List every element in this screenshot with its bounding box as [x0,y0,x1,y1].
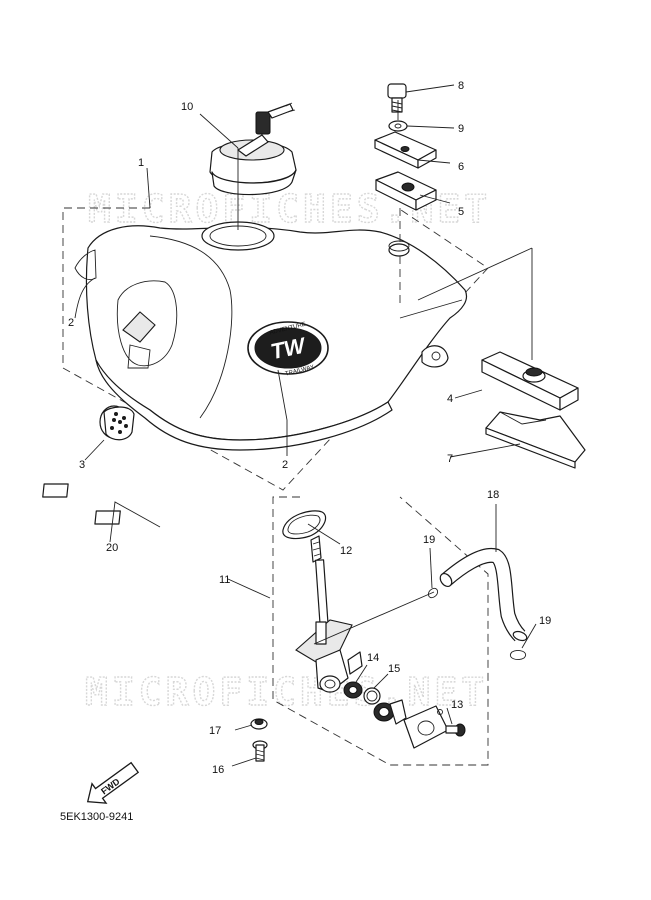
callout-11: 11 [219,574,230,586]
callout-5: 5 [458,206,464,218]
oring-15 [363,687,381,705]
leader-4-diagonal [417,247,533,301]
callout-16: 16 [212,764,224,776]
grommet-3 [99,405,135,441]
callout-8: 8 [458,80,464,92]
callout-19a: 19 [423,534,435,546]
washer-14 [343,681,363,699]
callout-19b: 19 [539,615,551,627]
clip-19b [510,649,526,661]
tw-logo-decal: TW ADVENTURE TRAILWAY [247,321,329,378]
callout-13: 13 [451,699,463,711]
callout-7: 7 [447,453,453,465]
washer-17 [250,718,268,730]
fwd-arrow-icon: FWD [86,761,140,804]
fuel-cap [209,102,297,196]
tank-assembly-frame [62,207,489,491]
callout-4: 4 [447,393,453,405]
callout-9: 9 [458,123,464,135]
callout-20: 20 [106,542,118,554]
gasket-12 [282,510,327,540]
callout-1: 1 [138,157,144,169]
screw-13 [445,723,466,737]
diagram-code: 5EK1300-9241 [60,811,133,823]
watermark-bottom: MICROFICHES.NET [85,670,488,714]
callout-15: 15 [388,663,400,675]
callout-18: 18 [487,489,499,501]
tank-grommet [388,240,410,257]
damper-5 [375,171,437,211]
callout-17: 17 [209,725,221,737]
bracket-6 [374,131,437,169]
callout-2a: 2 [68,317,74,329]
callout-14: 14 [367,652,379,664]
pads-20 [42,483,121,525]
callout-3: 3 [79,459,85,471]
clip-19a [427,587,439,599]
screw-16 [252,740,268,762]
bolt-8 [387,83,407,113]
callout-2b: 2 [282,459,288,471]
valve-knob [373,699,407,725]
callout-6: 6 [458,161,464,173]
fuel-hose-18 [439,547,528,642]
plate-4 [481,351,579,411]
leader-lines [74,84,537,767]
callout-12: 12 [340,545,352,557]
fuel-cock [295,535,363,693]
callout-10: 10 [181,101,193,113]
pad-7 [485,411,586,469]
fuel-cock-frame [272,496,489,766]
washer-9 [388,120,408,132]
